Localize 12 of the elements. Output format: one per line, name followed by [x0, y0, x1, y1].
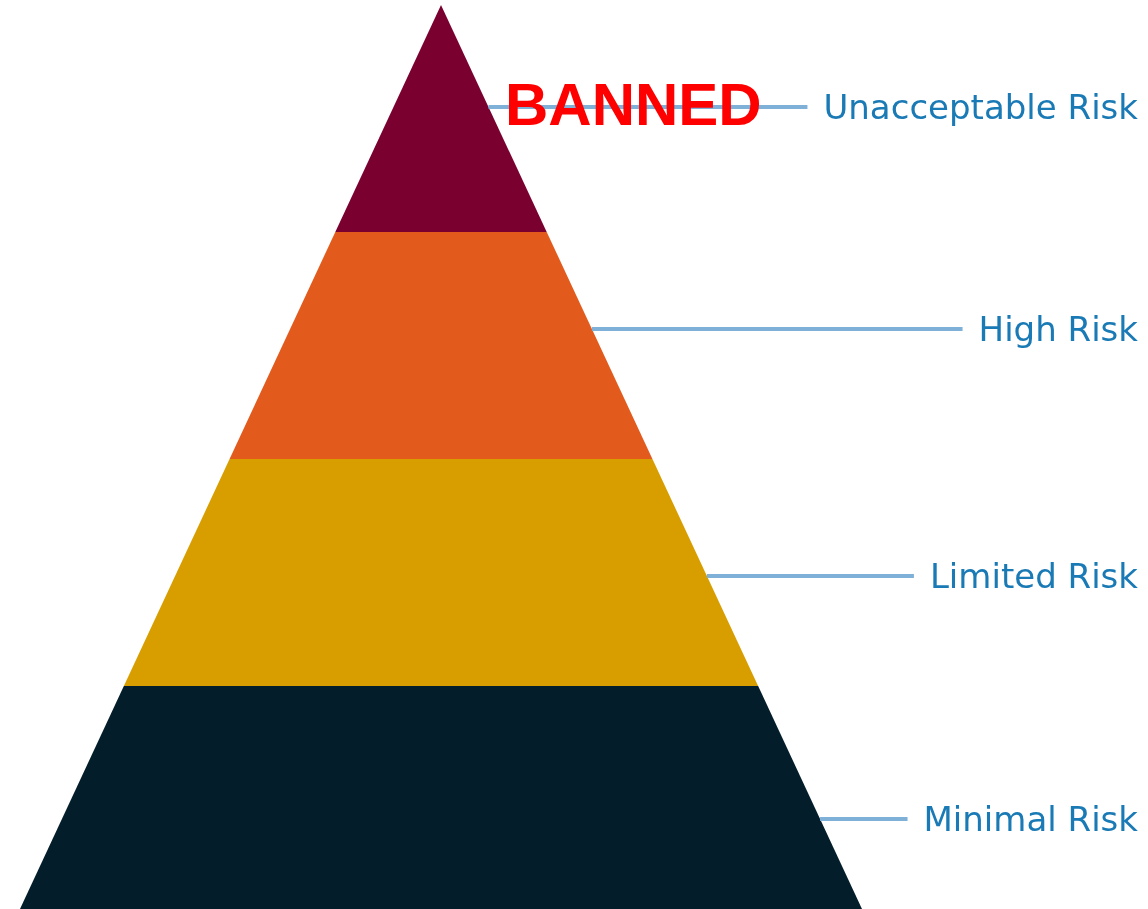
pyramid-band — [229, 232, 653, 459]
tier-label: Minimal Risk — [923, 802, 1138, 836]
stamp-text: BANNED — [505, 75, 762, 135]
leader-line — [591, 327, 963, 331]
pyramid-base — [20, 686, 862, 909]
leader-line — [706, 574, 914, 578]
pyramid-band — [123, 459, 759, 686]
tier-label: High Risk — [978, 312, 1138, 346]
tier-label: Unacceptable Risk — [823, 90, 1138, 124]
leader-line — [820, 817, 908, 821]
tier-label: Limited Risk — [929, 559, 1138, 593]
leader-line — [488, 105, 808, 109]
